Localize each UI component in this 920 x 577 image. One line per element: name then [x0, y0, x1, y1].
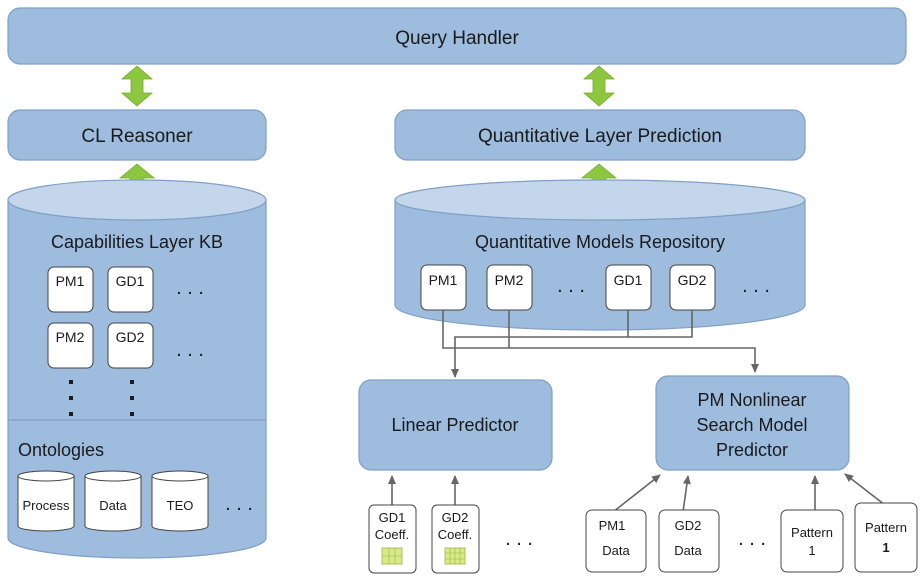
kb-ellipsis: . . .	[176, 339, 204, 361]
kb-model-pm2: PM2	[47, 322, 94, 369]
cl-reasoner-box: CL Reasoner	[7, 109, 267, 161]
svg-text:Process: Process	[23, 498, 70, 513]
svg-text:Coeff.: Coeff.	[375, 527, 409, 542]
linear-predictor-box: Linear Predictor	[358, 379, 553, 471]
query-handler-label: Query Handler	[395, 28, 519, 49]
repo-model-pm2: PM2	[486, 264, 533, 311]
svg-text:1: 1	[882, 540, 889, 555]
query-handler-box: Query Handler	[7, 7, 907, 65]
repo-ellipsis: . . .	[557, 275, 585, 297]
nonlinear-input-pattern-1b: Pattern 1	[854, 502, 918, 573]
svg-text:PM2: PM2	[495, 272, 524, 288]
kb-model-gd2: GD2	[107, 322, 154, 369]
svg-text:GD1: GD1	[614, 272, 643, 288]
quant-repo-cylinder: Quantitative Models Repository PM1 PM2 .…	[394, 179, 806, 331]
double-arrow-right	[582, 65, 616, 107]
linear-input-arrows	[388, 475, 459, 505]
svg-text:Search Model: Search Model	[696, 415, 807, 435]
repo-model-gd2: GD2	[669, 264, 716, 311]
repo-connectors	[442, 310, 759, 378]
linear-input-gd2-coeff: GD2 Coeff.	[431, 504, 480, 574]
capabilities-kb-cylinder: Capabilities Layer KB PM1 GD1 . . . PM2 …	[7, 179, 267, 559]
coeff-grid-icon	[381, 547, 403, 565]
svg-text:PM1: PM1	[56, 273, 85, 289]
svg-text:Pattern: Pattern	[791, 525, 833, 540]
linear-input-ellipsis: . . .	[505, 528, 533, 550]
capabilities-kb-title: Capabilities Layer KB	[51, 232, 223, 252]
nonlinear-input-ellipsis: . . .	[738, 528, 766, 550]
nonlinear-predictor-box: PM Nonlinear Search Model Predictor	[655, 375, 850, 471]
kb-model-pm1: PM1	[47, 266, 94, 313]
svg-text:PM2: PM2	[56, 329, 85, 345]
svg-text:Data: Data	[674, 543, 702, 558]
nonlinear-input-arrows	[612, 473, 886, 513]
svg-text:GD1: GD1	[116, 273, 145, 289]
svg-text:PM Nonlinear: PM Nonlinear	[697, 390, 806, 410]
svg-text:GD2: GD2	[675, 518, 702, 533]
svg-text:GD2: GD2	[678, 272, 707, 288]
svg-text:GD2: GD2	[442, 510, 469, 525]
svg-text:Data: Data	[99, 498, 127, 513]
nonlinear-input-gd2-data: GD2 Data	[658, 509, 720, 573]
svg-text:PM1: PM1	[429, 272, 458, 288]
nonlinear-input-pattern-1: Pattern 1	[780, 509, 844, 573]
linear-input-gd1-coeff: GD1 Coeff.	[368, 504, 417, 574]
ontologies-title: Ontologies	[18, 440, 104, 460]
svg-text:1: 1	[808, 543, 815, 558]
repo-ellipsis: . . .	[742, 275, 770, 297]
quant-prediction-box: Quantitative Layer Prediction	[394, 109, 806, 161]
svg-text:Predictor: Predictor	[716, 440, 788, 460]
svg-text:PM1: PM1	[599, 518, 626, 533]
kb-model-gd1: GD1	[107, 266, 154, 313]
cl-reasoner-label: CL Reasoner	[81, 126, 193, 147]
nonlinear-input-pm1-data: PM1 Data	[585, 509, 647, 573]
repo-model-pm1: PM1	[420, 264, 467, 311]
svg-text:GD1: GD1	[379, 510, 406, 525]
ontology-process: Process	[17, 470, 75, 532]
svg-text:Coeff.: Coeff.	[438, 527, 472, 542]
coeff-grid-icon	[444, 547, 466, 565]
svg-text:Data: Data	[602, 543, 630, 558]
ontology-teo: TEO	[151, 470, 209, 532]
svg-text:GD2: GD2	[116, 329, 145, 345]
kb-ellipsis: . . .	[176, 277, 204, 299]
double-arrow-left	[120, 65, 154, 107]
ontology-data: Data	[84, 470, 142, 532]
repo-model-gd1: GD1	[605, 264, 652, 311]
kb-vertical-dots	[69, 380, 134, 416]
svg-text:Pattern: Pattern	[865, 520, 907, 535]
quant-prediction-label: Quantitative Layer Prediction	[478, 126, 722, 147]
ontology-ellipsis: . . .	[225, 493, 253, 515]
svg-text:TEO: TEO	[167, 498, 194, 513]
quant-repo-title: Quantitative Models Repository	[475, 232, 725, 252]
linear-predictor-label: Linear Predictor	[391, 415, 518, 435]
